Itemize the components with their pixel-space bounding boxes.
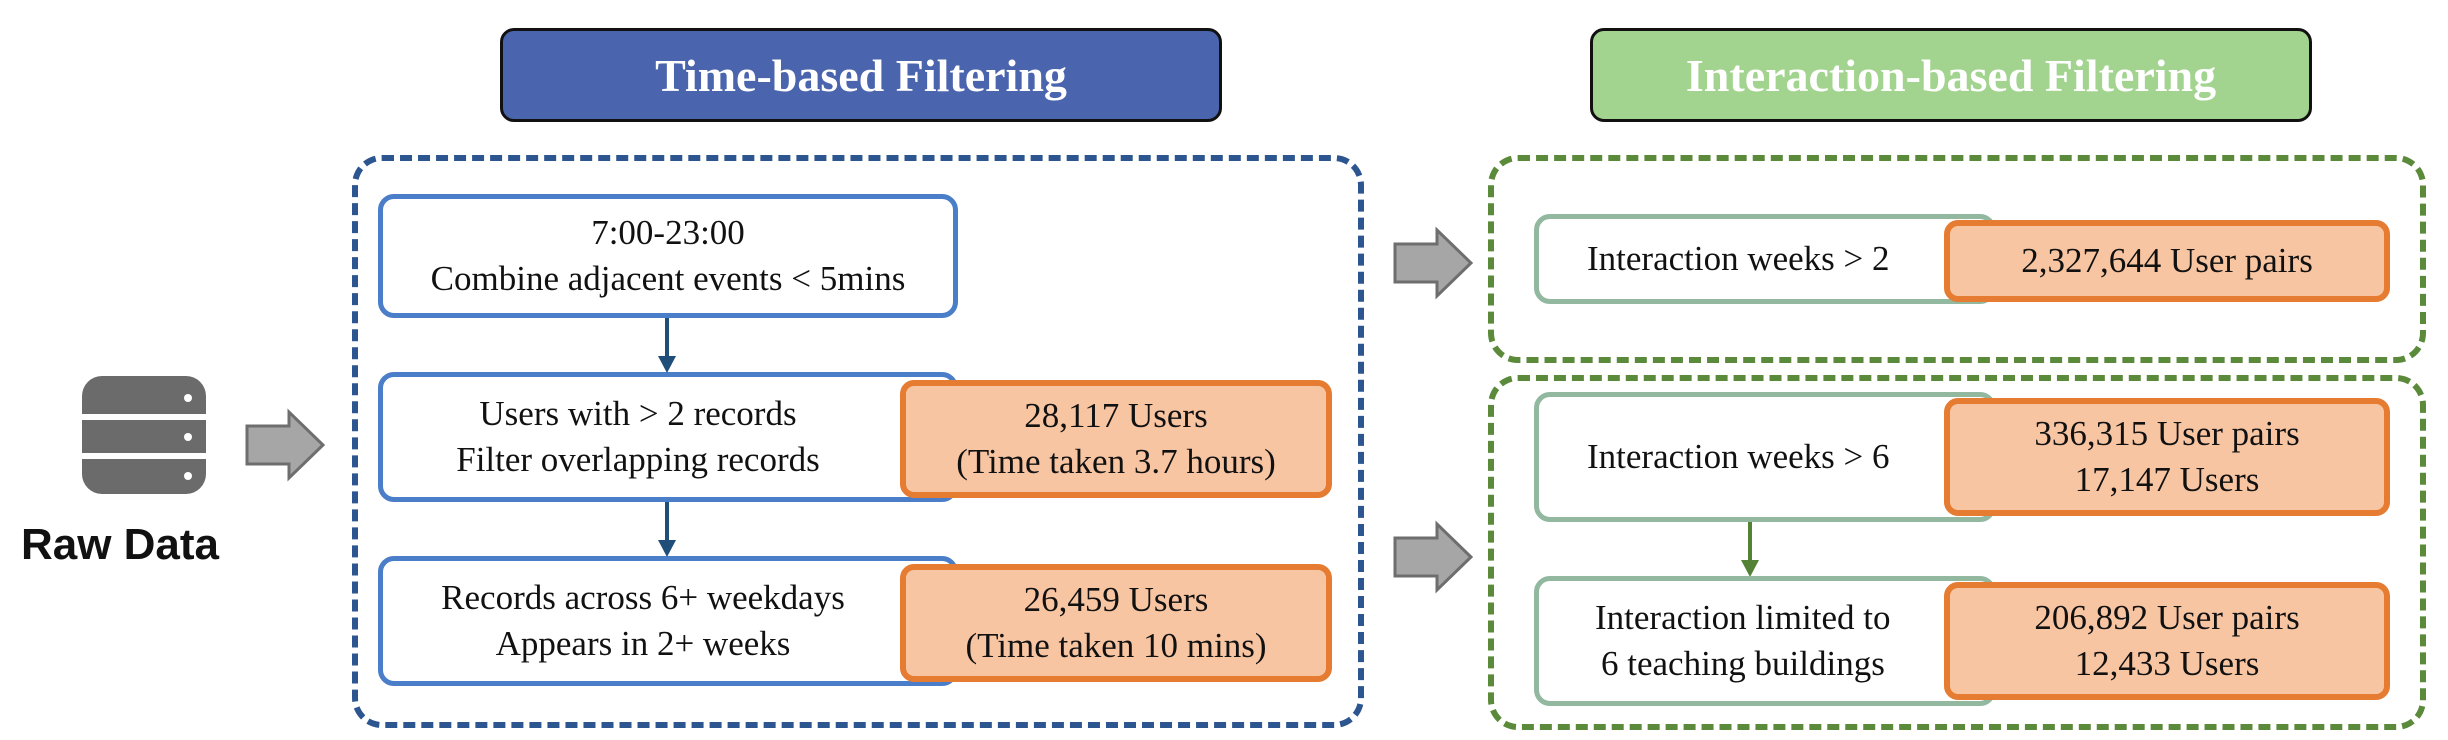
- time-step-2: Users with > 2 records Filter overlappin…: [378, 372, 958, 502]
- time-step-1: 7:00-23:00 Combine adjacent events < 5mi…: [378, 194, 958, 318]
- interaction-group-2: [1488, 375, 2426, 730]
- time-step-1-line2: Combine adjacent events < 5mins: [430, 259, 906, 298]
- arrow-time-to-interaction-2: [1393, 520, 1474, 594]
- time-step-1-line1: 7:00-23:00: [591, 213, 745, 252]
- interaction-step-teaching-buildings: Interaction limited to 6 teaching buildi…: [1534, 576, 1996, 706]
- arrow-raw-to-time: [245, 408, 326, 482]
- time-result-3-line2: (Time taken 10 mins): [965, 626, 1267, 665]
- interaction-result-3-line2: 12,433 Users: [2074, 644, 2260, 683]
- interaction-result-2: 336,315 User pairs 17,147 Users: [1944, 398, 2390, 516]
- arrow-step1-to-step2: [658, 318, 676, 373]
- time-result-2: 28,117 Users (Time taken 3.7 hours): [900, 380, 1332, 498]
- time-result-3: 26,459 Users (Time taken 10 mins): [900, 564, 1332, 682]
- arrow-time-to-interaction-1: [1393, 226, 1474, 300]
- raw-data-label: Raw Data: [20, 520, 220, 569]
- interaction-result-3: 206,892 User pairs 12,433 Users: [1944, 582, 2390, 700]
- time-result-3-line1: 26,459 Users: [1023, 580, 1209, 619]
- time-filtering-group: [352, 155, 1364, 728]
- interaction-result-3-line1: 206,892 User pairs: [2034, 598, 2300, 637]
- interaction-result-1: 2,327,644 User pairs: [1944, 220, 2390, 302]
- interaction-step-teaching-line1: Interaction limited to: [1595, 598, 1891, 637]
- interaction-result-2-line2: 17,147 Users: [2074, 460, 2260, 499]
- arrow-step2-to-step3: [658, 502, 676, 557]
- time-step-3: Records across 6+ weekdays Appears in 2+…: [378, 556, 958, 686]
- interaction-filtering-title: Interaction-based Filtering: [1590, 28, 2312, 122]
- time-step-3-line1: Records across 6+ weekdays: [441, 578, 845, 617]
- interaction-step-weeks-6: Interaction weeks > 6: [1534, 392, 1996, 522]
- interaction-group-1: [1488, 155, 2426, 363]
- arrow-weeks6-to-teaching: [1741, 522, 1759, 577]
- time-step-2-line1: Users with > 2 records: [479, 394, 797, 433]
- interaction-result-1-line1: 2,327,644 User pairs: [2021, 241, 2313, 280]
- interaction-result-2-line1: 336,315 User pairs: [2034, 414, 2300, 453]
- interaction-step-weeks-2-label: Interaction weeks > 2: [1587, 239, 1890, 278]
- interaction-step-weeks-2: Interaction weeks > 2: [1534, 214, 1996, 304]
- time-result-2-line1: 28,117 Users: [1024, 396, 1208, 435]
- time-filtering-title: Time-based Filtering: [500, 28, 1222, 122]
- time-result-2-line2: (Time taken 3.7 hours): [956, 442, 1276, 481]
- database-icon: [82, 376, 206, 494]
- time-step-2-line2: Filter overlapping records: [456, 440, 820, 479]
- interaction-step-weeks-6-label: Interaction weeks > 6: [1587, 437, 1890, 476]
- time-step-3-line2: Appears in 2+ weeks: [495, 624, 791, 663]
- interaction-step-teaching-line2: 6 teaching buildings: [1601, 644, 1885, 683]
